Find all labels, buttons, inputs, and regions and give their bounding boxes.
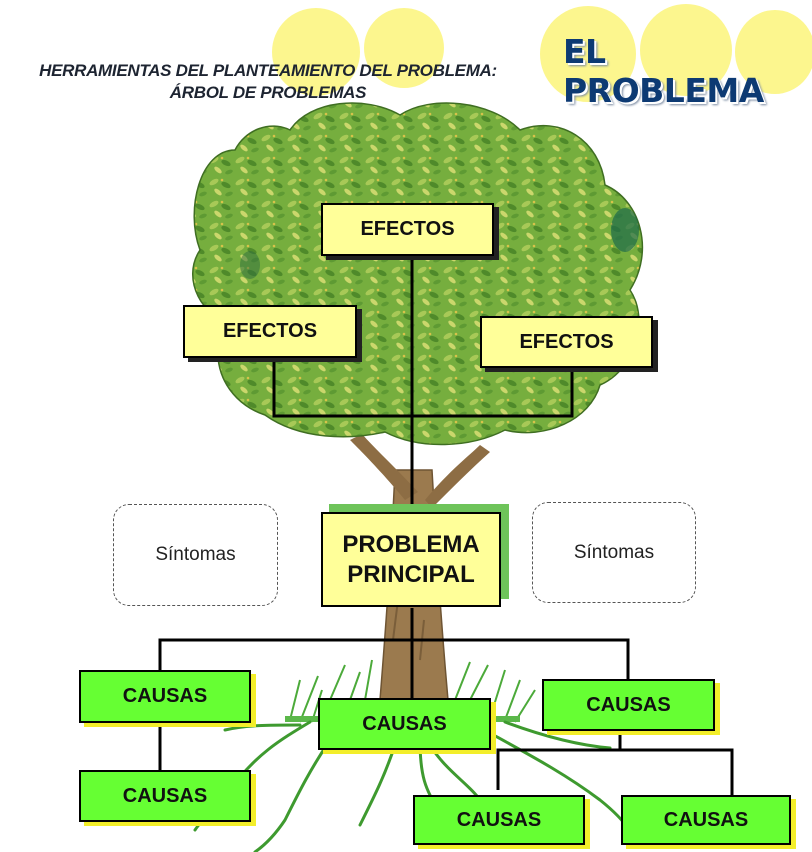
cause-box-3: CAUSAS — [542, 679, 715, 731]
main-problem-box: PROBLEMA PRINCIPAL — [321, 512, 501, 607]
slide-title-line2: ÁRBOL DE PROBLEMAS — [169, 83, 367, 102]
symptom-box-right: Síntomas — [532, 502, 696, 603]
main-problem-line2: PRINCIPAL — [347, 560, 475, 588]
decorative-circle — [364, 8, 444, 88]
decorative-circle — [540, 6, 636, 102]
cause-box-5: CAUSAS — [413, 795, 585, 845]
connector-lines — [158, 256, 734, 796]
effect-box-top: EFECTOS — [321, 203, 494, 256]
symptom-box-left: Síntomas — [113, 504, 278, 606]
decorative-circle — [272, 8, 360, 96]
effect-box-right: EFECTOS — [480, 316, 653, 368]
effect-box-left: EFECTOS — [183, 305, 357, 358]
cause-box-6: CAUSAS — [621, 795, 791, 845]
slide-title: HERRAMIENTAS DEL PLANTEAMIENTO DEL PROBL… — [8, 60, 528, 104]
main-problem-line1: PROBLEMA — [342, 530, 480, 558]
decorative-circle — [735, 10, 812, 94]
cause-box-1: CAUSAS — [79, 670, 251, 723]
tree-foliage — [192, 102, 644, 446]
decorative-circle — [640, 4, 732, 96]
banner-title: EL PROBLEMA — [563, 32, 764, 110]
cause-box-4: CAUSAS — [79, 770, 251, 822]
cause-box-2: CAUSAS — [318, 698, 491, 750]
slide-title-line1: HERRAMIENTAS DEL PLANTEAMIENTO DEL PROBL… — [39, 61, 497, 80]
